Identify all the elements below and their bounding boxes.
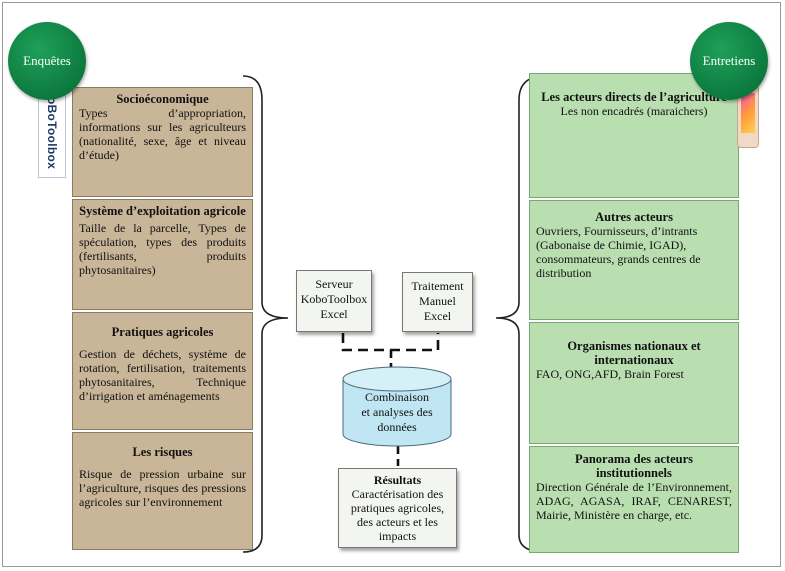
interviews-label: Entretiens: [702, 53, 756, 68]
results-box: Résultats Caractérisation des pratiques …: [338, 468, 457, 548]
right-brace: [495, 75, 546, 553]
interviews-circle: Entretiens: [690, 22, 768, 100]
process-connector: [341, 333, 440, 352]
box-systeme-exploitation: Système d’exploitation agricole Taille d…: [72, 199, 253, 310]
surveys-circle: Enquêtes: [8, 22, 86, 100]
server-box: Serveur KoboToolbox Excel: [296, 270, 372, 332]
box-risques: Les risques Risque de pression urbaine s…: [72, 432, 253, 550]
database-cylinder: [342, 366, 452, 447]
surveys-label: Enquêtes: [23, 53, 71, 68]
box-panorama-institutionnel: Panorama des acteurs institutionnels Dir…: [529, 446, 739, 553]
database-label: Combinaison et analyses des données: [361, 390, 433, 434]
box-autres-acteurs: Autres acteurs Ouvriers, Fournisseurs, d…: [529, 200, 739, 320]
box-acteurs-directs: Les acteurs directs de l’agriculture Les…: [529, 73, 739, 198]
box-socioeconomique: Socioéconomique Types d’appropriation, i…: [72, 87, 253, 197]
left-brace: [242, 75, 289, 553]
box-organismes: Organismes nationaux et internationaux F…: [529, 322, 739, 444]
smartphone-icon: [737, 84, 759, 148]
manual-processing-box: Traitement Manuel Excel: [402, 272, 473, 332]
box-pratiques-agricoles: Pratiques agricoles Gestion de déchets, …: [72, 312, 253, 430]
